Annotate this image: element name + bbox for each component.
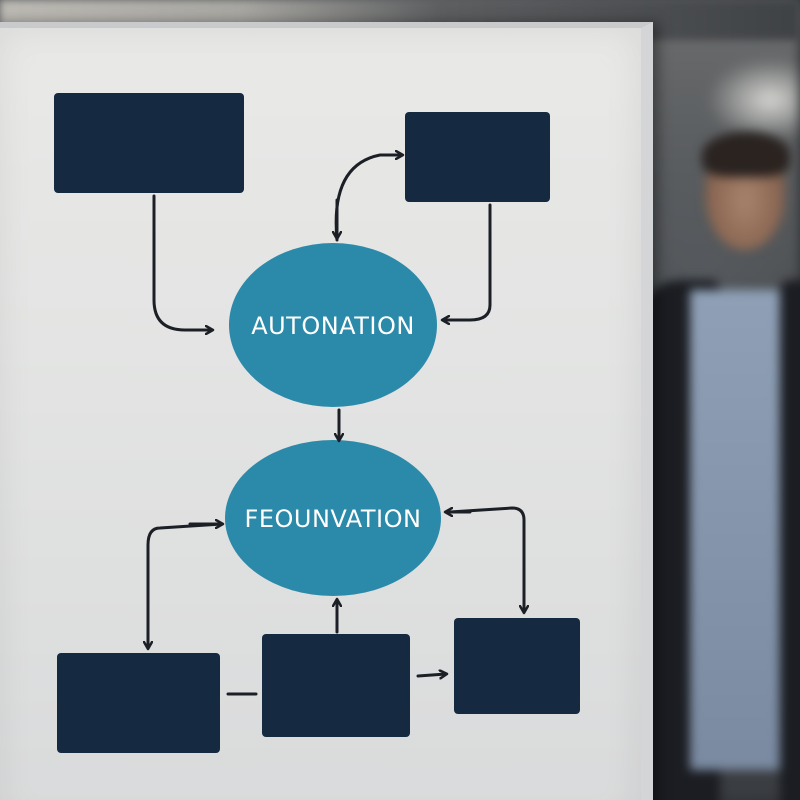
blurred-presenter — [620, 120, 800, 800]
box-bottom-right — [454, 618, 580, 714]
box-top-right — [405, 112, 550, 202]
arrow-bottommiddle-to-right — [416, 674, 446, 676]
presenter-hair — [702, 132, 790, 177]
arrow-topleft-to-oval — [152, 194, 212, 330]
arrow-topright-down-to-oval — [443, 203, 492, 320]
arrow-oval-to-bottomright — [448, 506, 524, 612]
arrow-oval-to-topright — [334, 155, 402, 242]
box-bottom-left — [57, 653, 220, 753]
box-top-left — [54, 93, 244, 193]
presenter-jacket-right — [780, 280, 800, 800]
oval-top — [229, 243, 437, 407]
box-bottom-middle — [262, 634, 410, 737]
oval-bottom — [225, 440, 441, 596]
oval-bottom-label: FEOUNVATION — [245, 505, 422, 533]
oval-top-label: AUTONATION — [251, 312, 415, 340]
arrow-oval-to-bottomleft — [148, 522, 224, 648]
